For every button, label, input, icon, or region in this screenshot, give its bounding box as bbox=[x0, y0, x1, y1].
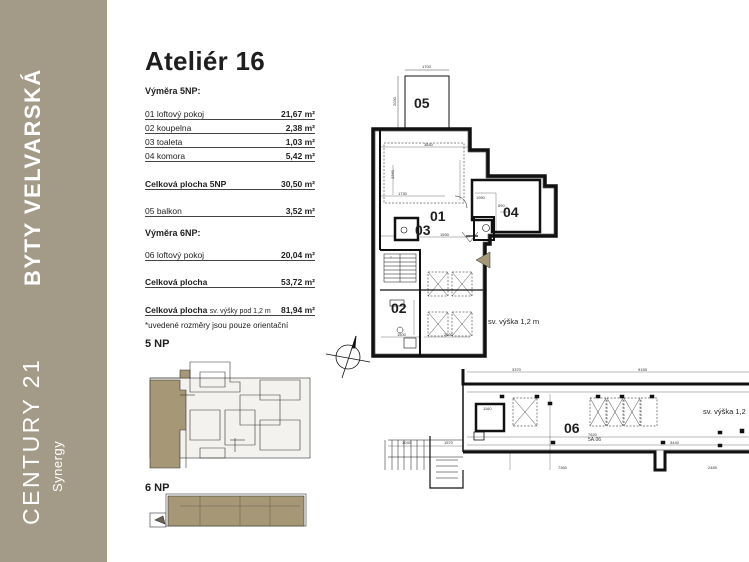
svg-text:3260: 3260 bbox=[390, 169, 395, 179]
svg-text:3440: 3440 bbox=[670, 440, 680, 445]
svg-text:1570: 1570 bbox=[444, 440, 454, 445]
svg-text:3370: 3370 bbox=[512, 367, 522, 372]
height-note-6np: sv. výška 1,2 bbox=[703, 407, 746, 416]
floor6-heading: Výměra 6NP: bbox=[145, 228, 201, 238]
svg-text:7620: 7620 bbox=[588, 432, 598, 437]
svg-text:1160: 1160 bbox=[483, 406, 492, 411]
svg-text:9155: 9155 bbox=[638, 367, 648, 372]
total-height-row: Celková plocha sv. výšky pod 1,2 m 81,94… bbox=[145, 305, 315, 316]
svg-text:1590: 1590 bbox=[440, 232, 450, 237]
svg-text:2485: 2485 bbox=[708, 465, 718, 470]
svg-text:1500: 1500 bbox=[397, 332, 407, 337]
room-label-05: 05 bbox=[414, 95, 430, 111]
floor5-heading: Výměra 5NP: bbox=[145, 86, 201, 96]
plan-6np bbox=[384, 369, 749, 489]
plan-5np bbox=[371, 69, 558, 358]
np6-label: 6 NP bbox=[145, 482, 170, 494]
room-label-06: 06 bbox=[564, 420, 580, 436]
brand-sidebar: BYTY VELVARSKÁ CENTURY 21 Synergy bbox=[0, 0, 107, 562]
compass-icon bbox=[325, 335, 371, 379]
np5-label: 5 NP bbox=[145, 338, 170, 350]
svg-text:2030: 2030 bbox=[444, 332, 454, 337]
svg-text:7360: 7360 bbox=[558, 465, 568, 470]
svg-text:890: 890 bbox=[498, 203, 505, 208]
room-label-01: 01 bbox=[430, 208, 446, 224]
keyplan-5np bbox=[149, 361, 311, 469]
svg-text:2030: 2030 bbox=[392, 96, 397, 106]
height-note-5np: sv. výška 1,2 m bbox=[488, 317, 539, 326]
room-code: 5A.06 bbox=[588, 437, 601, 443]
room-label-04: 04 bbox=[503, 204, 519, 220]
svg-text:3840: 3840 bbox=[424, 142, 434, 147]
disclaimer-note: *uvedené rozměry jsou pouze orientační bbox=[145, 321, 289, 330]
dimension-texts: 1700 2030 3840 1730 3260 1950 890 1590 1… bbox=[390, 64, 718, 470]
svg-text:1730: 1730 bbox=[398, 191, 408, 196]
svg-text:1950: 1950 bbox=[476, 195, 486, 200]
keyplan-6np bbox=[149, 493, 307, 528]
room-label-03: 03 bbox=[415, 222, 431, 238]
page-title: Ateliér 16 bbox=[145, 46, 266, 76]
svg-text:1040: 1040 bbox=[402, 440, 412, 445]
room-label-02: 02 bbox=[391, 300, 407, 316]
svg-text:1700: 1700 bbox=[422, 64, 432, 69]
